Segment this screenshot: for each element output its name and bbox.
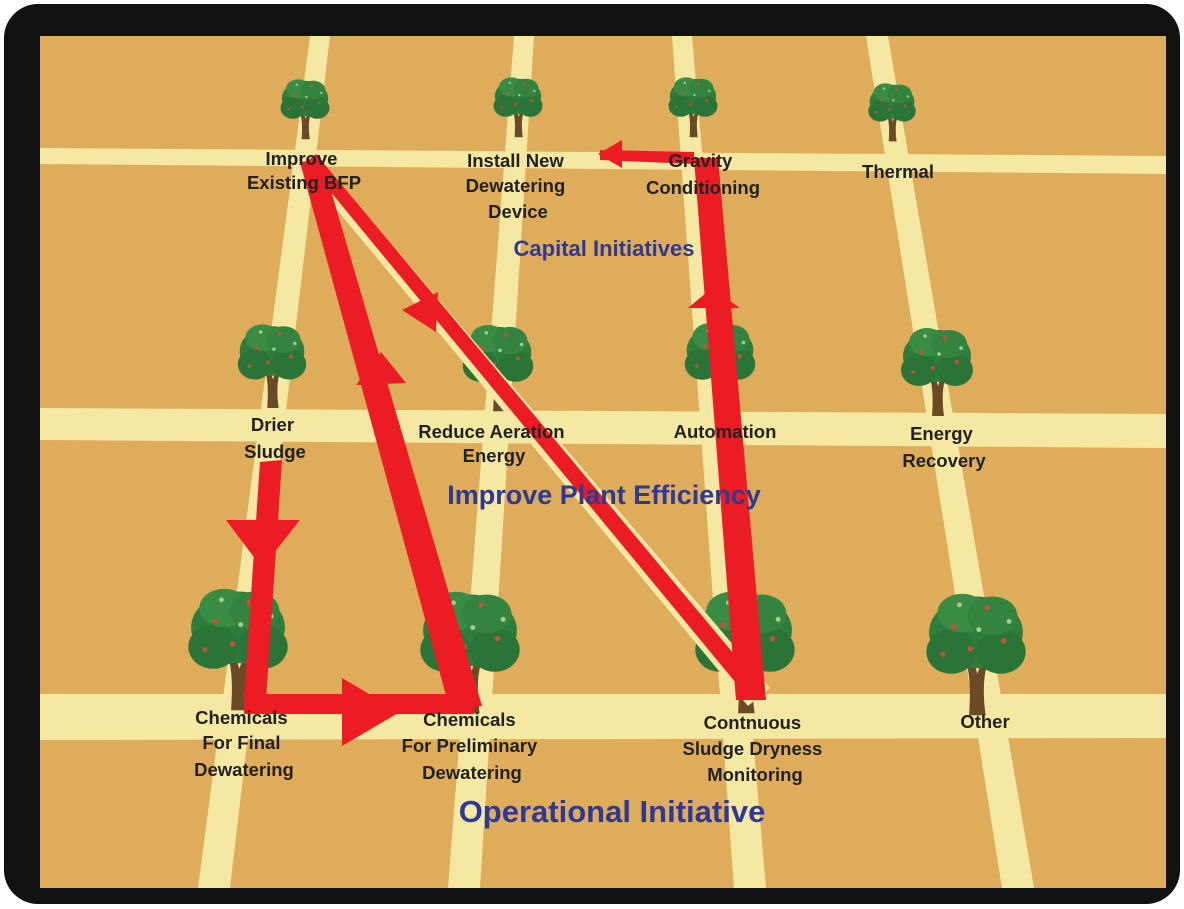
tree-icon [668,77,718,138]
section-title-operational: Operational Initiative [459,794,766,829]
label-improve-bfp: Improve Existing BFP [247,148,361,193]
tree-icon [237,324,307,408]
section-title-capital: Capital Initiatives [514,236,695,261]
road-horizontal-middle [40,408,1166,448]
label-continuous: Contnuous Sludge Dryness Monitoring [683,712,828,785]
road-vertical-4 [866,36,1034,888]
road-horizontal-top [40,148,1166,174]
tree-icon [188,588,288,711]
path-bfp-to-continuous [306,154,764,700]
section-title-efficiency: Improve Plant Efficiency [447,480,761,510]
tree-icon [280,79,330,140]
label-chem-final: Chemicals For Final Dewatering [194,707,294,780]
arrow-right-icon [342,678,400,746]
label-energy-recovery: Energy Recovery [902,423,986,471]
label-thermal: Thermal [862,161,934,182]
arrow-down-icon [226,520,300,568]
tree-icon [493,77,543,138]
arrow-left-icon [598,140,622,168]
tree-icon [868,83,916,142]
label-reduce-aeration: Reduce Aeration Energy [418,421,569,466]
path-prelim-to-bfp [300,160,482,710]
red-paths [226,140,770,746]
path-gravity-to-install [600,150,694,164]
label-gravity: Gravity Conditioning [646,150,760,198]
label-install-new: Install New Dewatering Device [466,150,571,222]
node-labels: Improve Existing BFP Install New Dewater… [194,148,1010,785]
label-chem-prelim: Chemicals For Preliminary Dewatering [402,709,543,783]
label-other: Other [960,711,1009,732]
arrow-up-icon [688,288,740,308]
label-drier: Drier Sludge [244,414,306,462]
arrow-up-icon [356,352,406,385]
arrow-down-icon [402,292,438,332]
tree-icon [901,328,973,416]
label-automation: Automation [674,421,777,442]
